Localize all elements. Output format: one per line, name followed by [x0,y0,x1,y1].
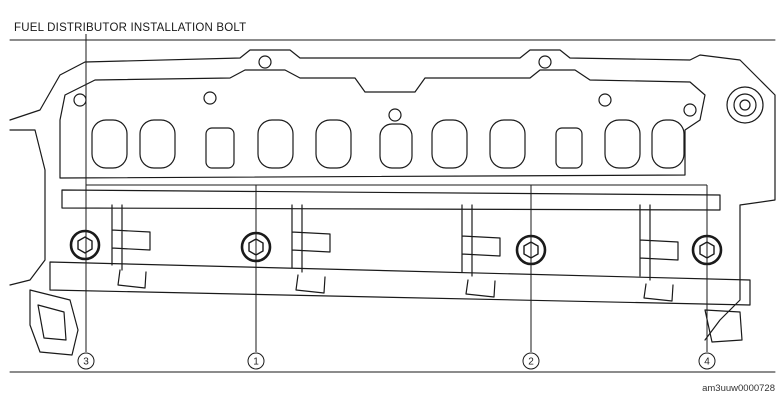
callout-circle-4: 4 [698,352,716,370]
right-bracket [704,309,743,343]
gasket-holes [73,55,697,122]
callout-circle-2: 2 [522,352,540,370]
callout-number-1: 1 [253,357,259,368]
injectors [111,204,679,302]
fuel-distributor-rail [49,261,751,306]
cylinder-head-outline [9,49,776,341]
callout-label: FUEL DISTRIBUTOR INSTALLATION BOLT [14,22,247,34]
reference-code: am3uuw0000728 [702,383,775,394]
callout-numbers: 3 1 2 4 [77,352,716,370]
callout-number-4: 4 [704,357,710,368]
right-sensor [726,86,764,124]
callout-circle-3: 3 [77,352,95,370]
left-connector [29,289,79,356]
callout-number-2: 2 [528,357,534,368]
bolts-group [69,229,723,266]
callout-circle-1: 1 [247,352,265,370]
intake-ports [91,119,685,169]
rail-upper-edge [61,189,721,211]
left-block-outline [9,129,46,286]
leader-lines [85,34,708,352]
manifold-gasket [59,69,706,179]
callout-number-3: 3 [83,357,89,368]
bolt-3 [69,229,101,261]
label-leader [85,34,256,186]
